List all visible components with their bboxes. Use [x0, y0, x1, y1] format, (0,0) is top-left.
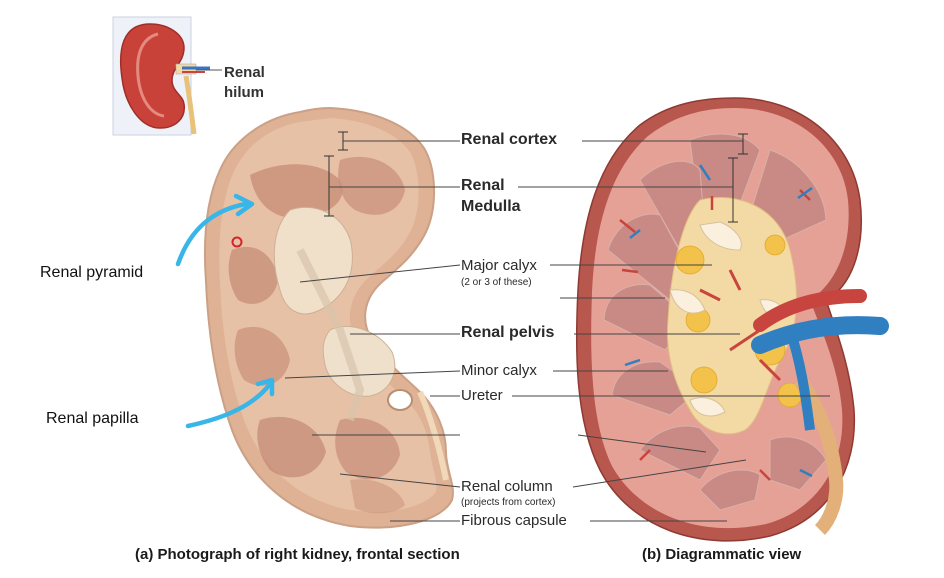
diagram-kidney	[575, 97, 889, 542]
label-renal-column: Renal column	[461, 478, 553, 495]
caption-diagram: (b) Diagrammatic view	[642, 546, 802, 563]
label-renal-column-note: (projects from cortex)	[461, 497, 556, 508]
label-renal-medulla-line1: Renal	[461, 177, 505, 194]
label-renal-hilum-line2: hilum	[224, 84, 264, 101]
label-renal-medulla-line2: Medulla	[461, 198, 521, 215]
label-renal-pelvis: Renal pelvis	[461, 324, 555, 341]
label-minor-calyx: Minor calyx	[461, 362, 537, 379]
annotation-renal-papilla: Renal papilla	[46, 410, 139, 427]
renal-papilla-arrowhead	[255, 377, 275, 397]
leader-lines	[284, 140, 830, 522]
label-major-calyx-note: (2 or 3 of these)	[461, 277, 532, 288]
label-renal-cortex: Renal cortex	[461, 131, 558, 148]
renal-pyramid-arrow	[175, 201, 249, 267]
caption-photograph: (a) Photograph of right kidney, frontal …	[135, 546, 460, 563]
label-major-calyx: Major calyx	[461, 257, 537, 274]
label-fibrous-capsule: Fibrous capsule	[461, 512, 567, 529]
inset-kidney-thumbnail	[112, 16, 222, 136]
label-renal-hilum-line1: Renal	[224, 64, 265, 81]
photo-kidney	[203, 106, 454, 529]
annotation-renal-pyramid: Renal pyramid	[40, 264, 144, 281]
renal-pyramid-arrowhead	[233, 193, 255, 217]
renal-papilla-arrow	[185, 381, 273, 429]
label-ureter: Ureter	[461, 387, 503, 404]
